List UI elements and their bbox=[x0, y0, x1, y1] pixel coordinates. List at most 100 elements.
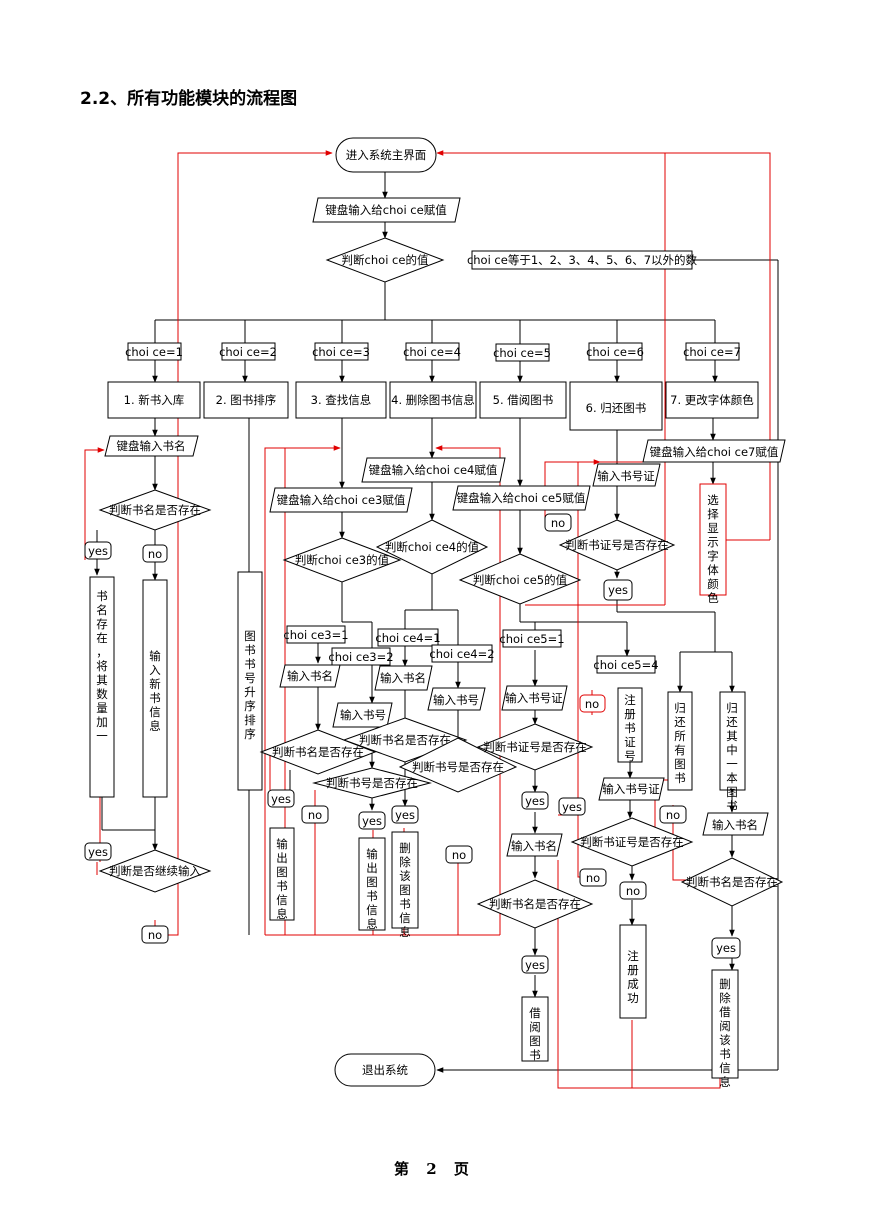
svg-text:键盘输入给choi ce7赋值: 键盘输入给choi ce7赋值 bbox=[650, 445, 779, 459]
svg-text:键盘输入给choi ce赋值: 键盘输入给choi ce赋值 bbox=[325, 203, 447, 217]
svg-text:输入书名: 输入书名 bbox=[380, 671, 426, 685]
svg-text:键盘输入给choi ce4赋值: 键盘输入给choi ce4赋值 bbox=[369, 463, 498, 477]
svg-text:注册成功: 注册成功 bbox=[627, 949, 639, 1005]
svg-text:2. 图书排序: 2. 图书排序 bbox=[216, 393, 277, 407]
svg-text:choi ce5=4: choi ce5=4 bbox=[593, 658, 658, 672]
module2-flow: 图书书号升序排序 bbox=[237, 571, 263, 791]
svg-text:no: no bbox=[148, 547, 162, 561]
svg-text:键盘输入给choi ce5赋值: 键盘输入给choi ce5赋值 bbox=[457, 491, 586, 505]
svg-text:7. 更改字体颜色: 7. 更改字体颜色 bbox=[670, 393, 754, 407]
svg-text:yes: yes bbox=[608, 583, 628, 597]
svg-text:choi ce=2: choi ce=2 bbox=[219, 345, 277, 359]
svg-text:判断choi ce的值: 判断choi ce的值 bbox=[342, 253, 429, 267]
svg-text:yes: yes bbox=[716, 941, 736, 955]
red-return-connectors bbox=[84, 150, 771, 1089]
svg-text:输入书号证: 输入书号证 bbox=[505, 691, 563, 705]
svg-text:归还其中一本图书: 归还其中一本图书 bbox=[726, 701, 738, 813]
svg-text:判断书号是否存在: 判断书号是否存在 bbox=[412, 760, 504, 774]
svg-text:注册书证号: 注册书证号 bbox=[624, 693, 636, 763]
svg-text:判断书名是否存在: 判断书名是否存在 bbox=[272, 745, 364, 759]
svg-text:退出系统: 退出系统 bbox=[362, 1063, 408, 1077]
svg-text:no: no bbox=[586, 871, 600, 885]
svg-text:判断书号是否存在: 判断书号是否存在 bbox=[326, 776, 418, 790]
page-title: 2.2、所有功能模块的流程图 bbox=[80, 89, 298, 109]
svg-text:输入书号证: 输入书号证 bbox=[602, 782, 660, 796]
svg-text:choi ce4=2: choi ce4=2 bbox=[429, 647, 494, 661]
module6-flow: 输入书号证 判断书证号是否存在 yes 归还所有图书 归还其中一本图书 no 输… bbox=[558, 463, 784, 1089]
svg-text:choi ce=6: choi ce=6 bbox=[586, 345, 644, 359]
io-keyboard-choice: 键盘输入给choi ce赋值 bbox=[312, 197, 461, 223]
svg-text:判断书名是否存在: 判断书名是否存在 bbox=[109, 503, 201, 517]
svg-text:判断书名是否存在: 判断书名是否存在 bbox=[359, 733, 451, 747]
svg-text:判断书名是否存在: 判断书名是否存在 bbox=[489, 897, 581, 911]
svg-text:判断choi ce3的值: 判断choi ce3的值 bbox=[295, 553, 390, 567]
svg-text:判断书名是否存在: 判断书名是否存在 bbox=[686, 875, 778, 889]
module5-flow: 键盘输入给choi ce5赋值 判断choi ce5的值 no choi ce5… bbox=[452, 485, 694, 1062]
module1-flow: 键盘输入书名 判断书名是否存在 yes no 书名存在，将其数量加一 输入新书信… bbox=[84, 435, 212, 944]
svg-text:删除该图书信息: 删除该图书信息 bbox=[399, 841, 411, 939]
module7-flow: 键盘输入给choi ce7赋值 选择显示字体颜色 bbox=[642, 439, 786, 605]
svg-text:判断choi ce5的值: 判断choi ce5的值 bbox=[473, 573, 568, 587]
svg-text:归还所有图书: 归还所有图书 bbox=[674, 701, 686, 785]
label-choice-other: choi ce等于1、2、3、4、5、6、7以外的数 bbox=[467, 250, 698, 270]
svg-text:no: no bbox=[666, 808, 680, 822]
svg-text:no: no bbox=[551, 516, 565, 530]
svg-text:判断choi ce4的值: 判断choi ce4的值 bbox=[385, 540, 480, 554]
svg-text:判断书证号是否存在: 判断书证号是否存在 bbox=[580, 835, 684, 849]
svg-text:判断是否继续输入: 判断是否继续输入 bbox=[109, 864, 201, 878]
svg-text:yes: yes bbox=[525, 794, 545, 808]
svg-text:4. 删除图书信息: 4. 删除图书信息 bbox=[391, 393, 475, 407]
svg-text:3. 查找信息: 3. 查找信息 bbox=[311, 393, 372, 407]
svg-text:输入书名: 输入书名 bbox=[511, 839, 557, 853]
svg-text:删除借阅该书信息: 删除借阅该书信息 bbox=[719, 977, 731, 1089]
decision-judge-choice: 判断choi ce的值 bbox=[325, 237, 445, 283]
svg-text:判断书证号是否存在: 判断书证号是否存在 bbox=[565, 538, 669, 552]
svg-text:choi ce=1: choi ce=1 bbox=[125, 345, 183, 359]
svg-text:输入书号: 输入书号 bbox=[340, 708, 386, 722]
svg-text:choi ce=3: choi ce=3 bbox=[312, 345, 370, 359]
svg-text:choi ce等于1、2、3、4、5、6、7以外的数: choi ce等于1、2、3、4、5、6、7以外的数 bbox=[467, 253, 698, 267]
svg-text:输出图书信息: 输出图书信息 bbox=[366, 847, 378, 931]
svg-text:输入书号证: 输入书号证 bbox=[597, 469, 655, 483]
svg-text:输入书名: 输入书名 bbox=[712, 818, 758, 832]
module4-flow: 键盘输入给choi ce4赋值 判断choi ce4的值 choi ce4=1 … bbox=[342, 457, 518, 939]
svg-text:yes: yes bbox=[362, 814, 382, 828]
svg-text:输出图书信息: 输出图书信息 bbox=[276, 837, 288, 921]
svg-text:choi ce=4: choi ce=4 bbox=[403, 345, 461, 359]
svg-text:no: no bbox=[626, 884, 640, 898]
svg-text:输入书名: 输入书名 bbox=[287, 669, 333, 683]
svg-text:选择显示字体颜色: 选择显示字体颜色 bbox=[707, 493, 719, 605]
svg-text:yes: yes bbox=[562, 800, 582, 814]
svg-text:no: no bbox=[452, 848, 466, 862]
svg-text:书名存在，将其数量加一: 书名存在，将其数量加一 bbox=[96, 589, 108, 743]
svg-text:yes: yes bbox=[88, 544, 108, 558]
svg-text:1. 新书入库: 1. 新书入库 bbox=[124, 393, 185, 407]
svg-text:choi ce=5: choi ce=5 bbox=[493, 346, 551, 360]
svg-text:no: no bbox=[585, 697, 599, 711]
svg-text:图书书号升序排序: 图书书号升序排序 bbox=[244, 629, 256, 741]
svg-text:choi ce5=1: choi ce5=1 bbox=[499, 632, 564, 646]
svg-text:choi ce=7: choi ce=7 bbox=[683, 345, 741, 359]
svg-text:借阅图书: 借阅图书 bbox=[529, 1006, 541, 1062]
svg-text:no: no bbox=[308, 808, 322, 822]
svg-text:choi ce4=1: choi ce4=1 bbox=[375, 631, 440, 645]
svg-text:判断书证号是否存在: 判断书证号是否存在 bbox=[483, 740, 587, 754]
terminal-exit-system: 退出系统 bbox=[334, 1053, 436, 1087]
svg-text:5. 借阅图书: 5. 借阅图书 bbox=[493, 393, 554, 407]
svg-text:yes: yes bbox=[525, 958, 545, 972]
svg-text:yes: yes bbox=[271, 792, 291, 806]
svg-text:进入系统主界面: 进入系统主界面 bbox=[346, 148, 427, 162]
branch-labels: choi ce=1 choi ce=2 choi ce=3 choi ce=4 … bbox=[125, 342, 741, 362]
svg-text:yes: yes bbox=[395, 808, 415, 822]
svg-text:输入书号: 输入书号 bbox=[433, 693, 479, 707]
svg-text:6. 归还图书: 6. 归还图书 bbox=[586, 401, 647, 415]
svg-text:输入新书信息: 输入新书信息 bbox=[149, 649, 161, 733]
module-boxes: 1. 新书入库 2. 图书排序 3. 查找信息 4. 删除图书信息 5. 借阅图… bbox=[107, 381, 759, 431]
svg-text:键盘输入书名: 键盘输入书名 bbox=[117, 439, 186, 453]
page-footer: 第 2 页 bbox=[394, 1160, 475, 1178]
svg-text:choi ce3=2: choi ce3=2 bbox=[328, 650, 393, 664]
svg-text:yes: yes bbox=[88, 845, 108, 859]
svg-text:choi ce3=1: choi ce3=1 bbox=[283, 628, 348, 642]
svg-text:键盘输入给choi ce3赋值: 键盘输入给choi ce3赋值 bbox=[277, 493, 406, 507]
